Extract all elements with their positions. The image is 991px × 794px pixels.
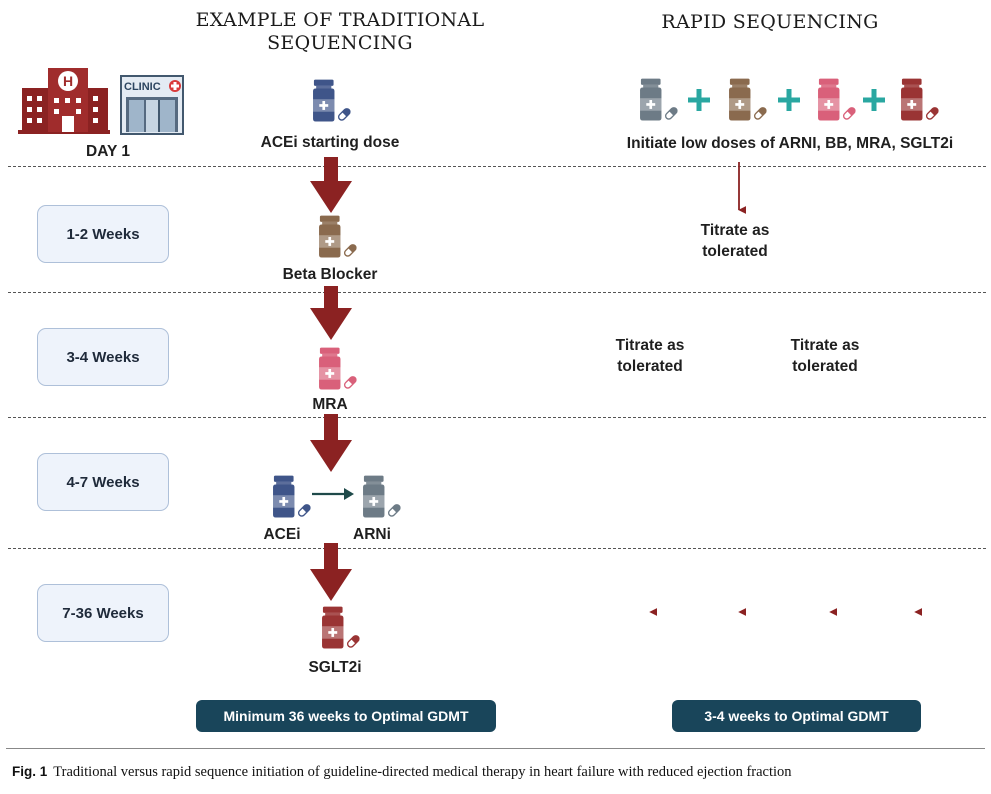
step-arrow-4: [310, 543, 352, 601]
rapid-heading: RAPID SEQUENCING: [661, 11, 879, 33]
acei-label: ACEi: [263, 526, 301, 543]
step-arrow-2: [310, 286, 352, 340]
plus-icon-2: [778, 89, 800, 111]
separator-day1: [8, 166, 986, 167]
hospital-letter: H: [63, 73, 73, 89]
switch-arrow: [312, 488, 354, 500]
arni-label: ARNi: [353, 526, 391, 543]
traditional-heading: EXAMPLE OF TRADITIONAL SEQUENCING: [180, 9, 500, 55]
acei-starting-dose-label: ACEi starting dose: [260, 134, 400, 151]
figure-caption: Fig. 1 Traditional versus rapid sequence …: [12, 764, 792, 781]
titrate-label-bb-line2: tolerated: [702, 243, 768, 260]
titrate-label-bb-line1: Titrate as: [700, 222, 770, 239]
step-arrow-3: [310, 414, 352, 472]
beta-blocker-label: Beta Blocker: [282, 266, 378, 283]
day-1-label: DAY 1: [86, 143, 130, 160]
week-box-4-7: 4-7 Weeks: [37, 453, 169, 511]
plus-icon-3: [863, 89, 885, 111]
titrate-label-arni-line1: Titrate as: [615, 337, 685, 354]
titrate-label-arni-line2: tolerated: [617, 358, 683, 375]
titrate-label-arni: Titrate as tolerated: [595, 335, 705, 377]
step-arrow-1: [310, 157, 352, 213]
traditional-heading-line1: EXAMPLE OF TRADITIONAL: [195, 9, 485, 31]
mra-label: MRA: [312, 396, 348, 413]
clinic-icon: CLINIC: [120, 75, 184, 135]
rapid-initiate-label: Initiate low doses of ARNI, BB, MRA, SGL…: [626, 135, 954, 152]
hospital-icon: H: [18, 68, 110, 134]
rapid-summary-pill: 3-4 weeks to Optimal GDMT: [672, 700, 921, 732]
sglt2i-label: SGLT2i: [308, 659, 362, 676]
week-box-3-4: 3-4 Weeks: [37, 328, 169, 386]
separator-weeks-1-2: [8, 292, 986, 293]
traditional-heading-line2: SEQUENCING: [267, 32, 413, 54]
plus-icon-1: [688, 89, 710, 111]
separator-weeks-3-4: [8, 417, 986, 418]
titrate-label-mra-line1: Titrate as: [790, 337, 860, 354]
titrate-label-mra: Titrate as tolerated: [770, 335, 880, 377]
separator-weeks-4-7: [8, 548, 986, 549]
traditional-summary-pill: Minimum 36 weeks to Optimal GDMT: [196, 700, 496, 732]
figure-caption-label: Fig. 1: [12, 764, 48, 779]
week-box-7-36: 7-36 Weeks: [37, 584, 169, 642]
caption-rule: [6, 748, 985, 749]
week-box-1-2: 1-2 Weeks: [37, 205, 169, 263]
titrate-label-bb: Titrate as tolerated: [680, 220, 790, 262]
clinic-sign: CLINIC: [124, 81, 161, 93]
titrate-label-mra-line2: tolerated: [792, 358, 858, 375]
figure-caption-text: Traditional versus rapid sequence initia…: [53, 764, 792, 780]
